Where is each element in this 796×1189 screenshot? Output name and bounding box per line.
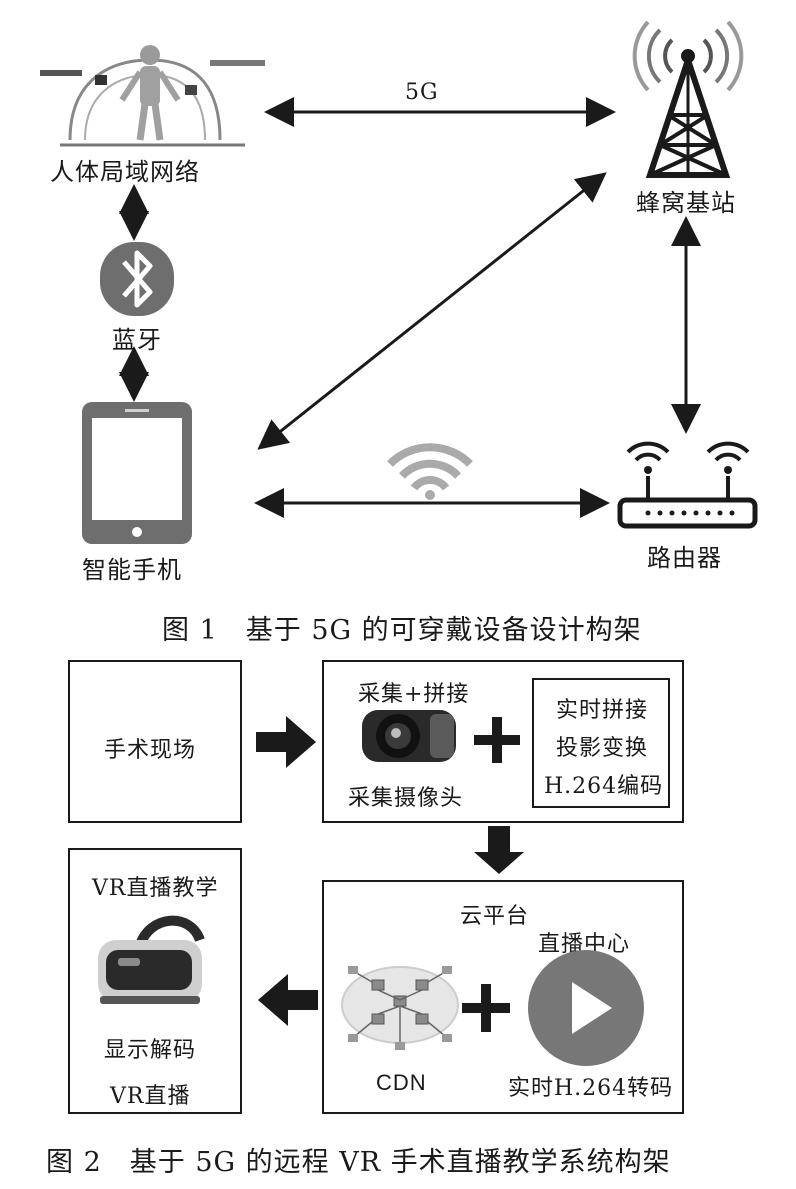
label-cloud-platform: 云平台 (460, 904, 530, 929)
arrow-phone-tower (257, 172, 607, 450)
body-area-network-icon (40, 40, 265, 150)
label-live-center: 直播中心 (538, 932, 631, 957)
wifi-icon (387, 443, 473, 500)
cell-tower-icon (632, 20, 744, 178)
label-body-area-network: 人体局域网络 (50, 158, 200, 186)
label-vr-teaching: VR直播教学 (92, 876, 219, 901)
label-surgery-site: 手术现场 (104, 738, 197, 763)
arrow-capture-to-cloud (474, 826, 524, 874)
figure-1-caption: 图 1 基于 5G 的可穿戴设备设计构架 (162, 615, 642, 646)
fig1-diagram (40, 20, 758, 544)
label-bluetooth: 蓝牙 (112, 326, 162, 354)
box-processing: 实时拼接 投影变换 H.264编码 (532, 678, 670, 808)
label-router: 路由器 (647, 544, 722, 572)
box-capture-stitch: 采集+拼接 采集摄像头 实时拼接 投影变换 H.264编码 (322, 660, 684, 823)
label-capture-camera: 采集摄像头 (348, 786, 464, 811)
smartphone-icon (82, 402, 192, 544)
box-cloud-platform: 云平台 直播中心 CDN 实时H.264转码 (322, 880, 684, 1114)
label-process-stitch: 实时拼接 (556, 698, 649, 723)
label-transcode: 实时H.264转码 (508, 1076, 674, 1101)
box-surgery-site: 手术现场 (68, 660, 242, 823)
label-cell-tower: 蜂窝基站 (636, 189, 736, 217)
label-smartphone: 智能手机 (82, 556, 182, 584)
label-process-projection: 投影变换 (556, 736, 649, 761)
arrow-site-to-capture (256, 716, 316, 768)
label-process-encode: H.264编码 (544, 774, 664, 799)
figure-2-caption: 图 2 基于 5G 的远程 VR 手术直播教学系统构架 (46, 1147, 671, 1178)
label-cdn: CDN (376, 1070, 427, 1095)
label-capture-stitch: 采集+拼接 (358, 682, 470, 707)
box-vr-teaching: VR直播教学 显示解码 VR直播 (68, 848, 242, 1114)
router-icon (617, 441, 758, 529)
label-vr-live: VR直播 (110, 1084, 191, 1109)
arrow-cloud-to-vr (258, 974, 318, 1026)
label-5g: 5G (405, 80, 439, 105)
label-display-decode: 显示解码 (104, 1038, 197, 1063)
bluetooth-icon (100, 242, 174, 316)
